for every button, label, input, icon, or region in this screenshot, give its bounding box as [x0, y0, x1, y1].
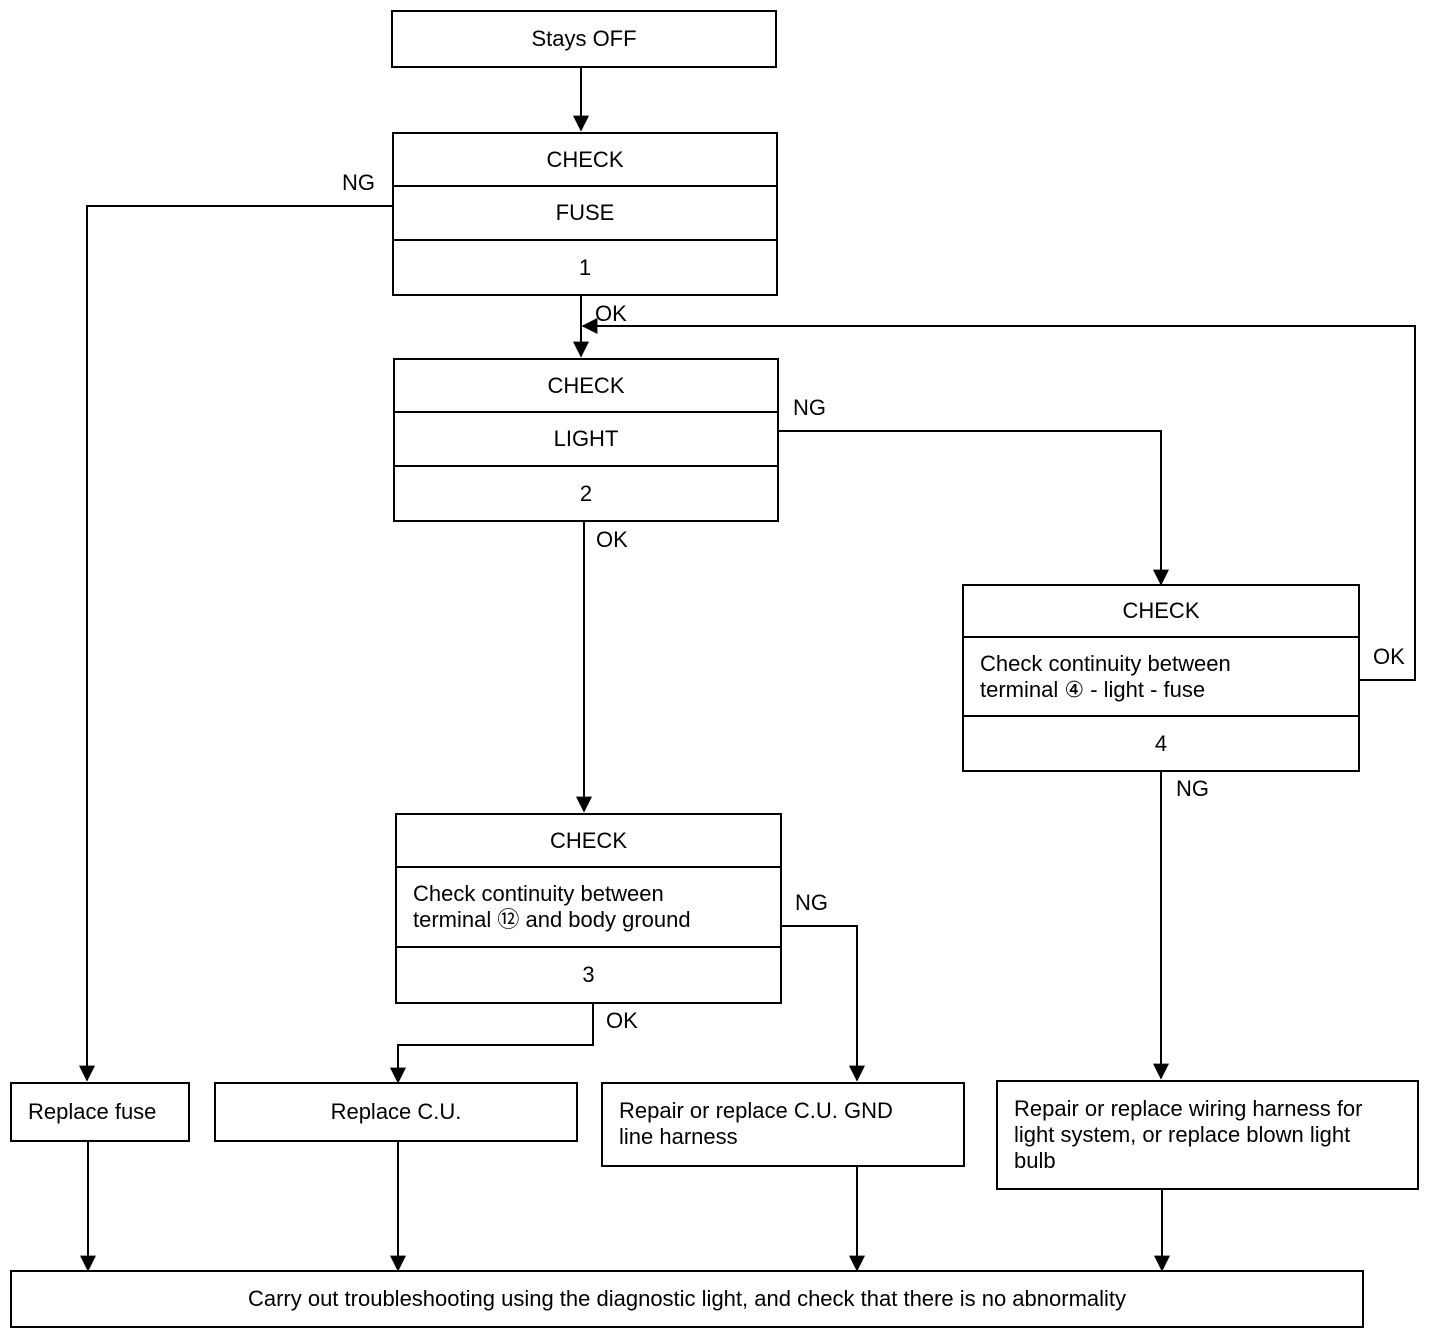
label-ng-step2: NG: [793, 395, 826, 420]
check-item-4-line1: Check continuity between: [980, 650, 1231, 676]
check-item-3: Check continuity between terminal ⑫ and …: [397, 868, 780, 948]
action-replace-fuse-text: Replace fuse: [28, 1099, 157, 1124]
check-item-1-text: FUSE: [555, 200, 615, 225]
check-item-3-line2: terminal ⑫ and body ground: [413, 907, 691, 932]
label-ok-step1: OK: [595, 301, 627, 326]
check-item-4-line2: terminal ④ - light - fuse: [980, 676, 1206, 702]
label-ng-step3: NG: [795, 890, 828, 915]
check-item-3-line1: Check continuity between: [413, 881, 664, 906]
edge-step2-step4: [778, 430, 1169, 586]
check-header-4: CHECK: [964, 586, 1358, 638]
label-ng-step4: NG: [1176, 776, 1209, 801]
action-replace-fuse: Replace fuse: [10, 1082, 190, 1142]
check-number-2-text: 2: [579, 480, 593, 506]
edge-step3-replace-cu: [390, 1003, 594, 1084]
check-item-2: LIGHT: [395, 413, 777, 467]
start-label: Stays OFF: [531, 26, 637, 51]
check-item-2-text: LIGHT: [553, 426, 619, 451]
check-number-2: 2: [395, 467, 777, 520]
check-number-4: 4: [964, 717, 1358, 770]
edge-step4-step2: [581, 318, 1416, 681]
action-repair-wiring-line2: light system, or replace blown light: [1014, 1122, 1351, 1147]
check-number-1-text: 1: [578, 254, 592, 280]
check-box-2: CHECK LIGHT 2: [393, 358, 779, 522]
action-repair-wiring-line1: Repair or replace wiring harness for: [1014, 1096, 1363, 1121]
check-number-4-text: 4: [1154, 730, 1168, 756]
action-replace-cu: Replace C.U.: [214, 1082, 578, 1142]
action-repair-gnd-line2: line harness: [619, 1124, 738, 1149]
action-repair-gnd-line1: Repair or replace C.U. GND: [619, 1098, 893, 1123]
action-repair-wiring-line3: bulb: [1014, 1148, 1056, 1173]
action-repair-wiring: Repair or replace wiring harness for lig…: [996, 1080, 1419, 1190]
check-number-3: 3: [397, 948, 780, 1002]
check-number-1: 1: [394, 241, 776, 294]
check-box-3: CHECK Check continuity between terminal …: [395, 813, 782, 1004]
check-header-1-text: CHECK: [546, 146, 624, 172]
label-ng-step1: NG: [342, 170, 375, 195]
check-item-4: Check continuity between terminal ④ - li…: [964, 638, 1358, 717]
check-header-2-text: CHECK: [547, 372, 625, 398]
check-header-2: CHECK: [395, 360, 777, 413]
edge-step3-repair-gnd: [781, 925, 865, 1082]
label-ok-step2: OK: [596, 527, 628, 552]
check-header-4-text: CHECK: [1122, 598, 1200, 623]
check-box-1: CHECK FUSE 1: [392, 132, 778, 296]
label-ok-step4: OK: [1373, 644, 1405, 669]
final-box: Carry out troubleshooting using the diag…: [10, 1270, 1364, 1328]
check-header-1: CHECK: [394, 134, 776, 187]
check-header-3: CHECK: [397, 815, 780, 868]
start-box: Stays OFF: [391, 10, 777, 68]
check-header-3-text: CHECK: [549, 827, 627, 853]
action-replace-cu-text: Replace C.U.: [330, 1099, 462, 1124]
check-item-1: FUSE: [394, 187, 776, 241]
edge-step1-replace-fuse: [79, 205, 392, 1082]
final-label: Carry out troubleshooting using the diag…: [247, 1286, 1127, 1311]
action-repair-gnd: Repair or replace C.U. GND line harness: [601, 1082, 965, 1167]
check-number-3-text: 3: [582, 962, 595, 987]
check-box-4: CHECK Check continuity between terminal …: [962, 584, 1360, 772]
label-ok-step3: OK: [606, 1008, 638, 1033]
